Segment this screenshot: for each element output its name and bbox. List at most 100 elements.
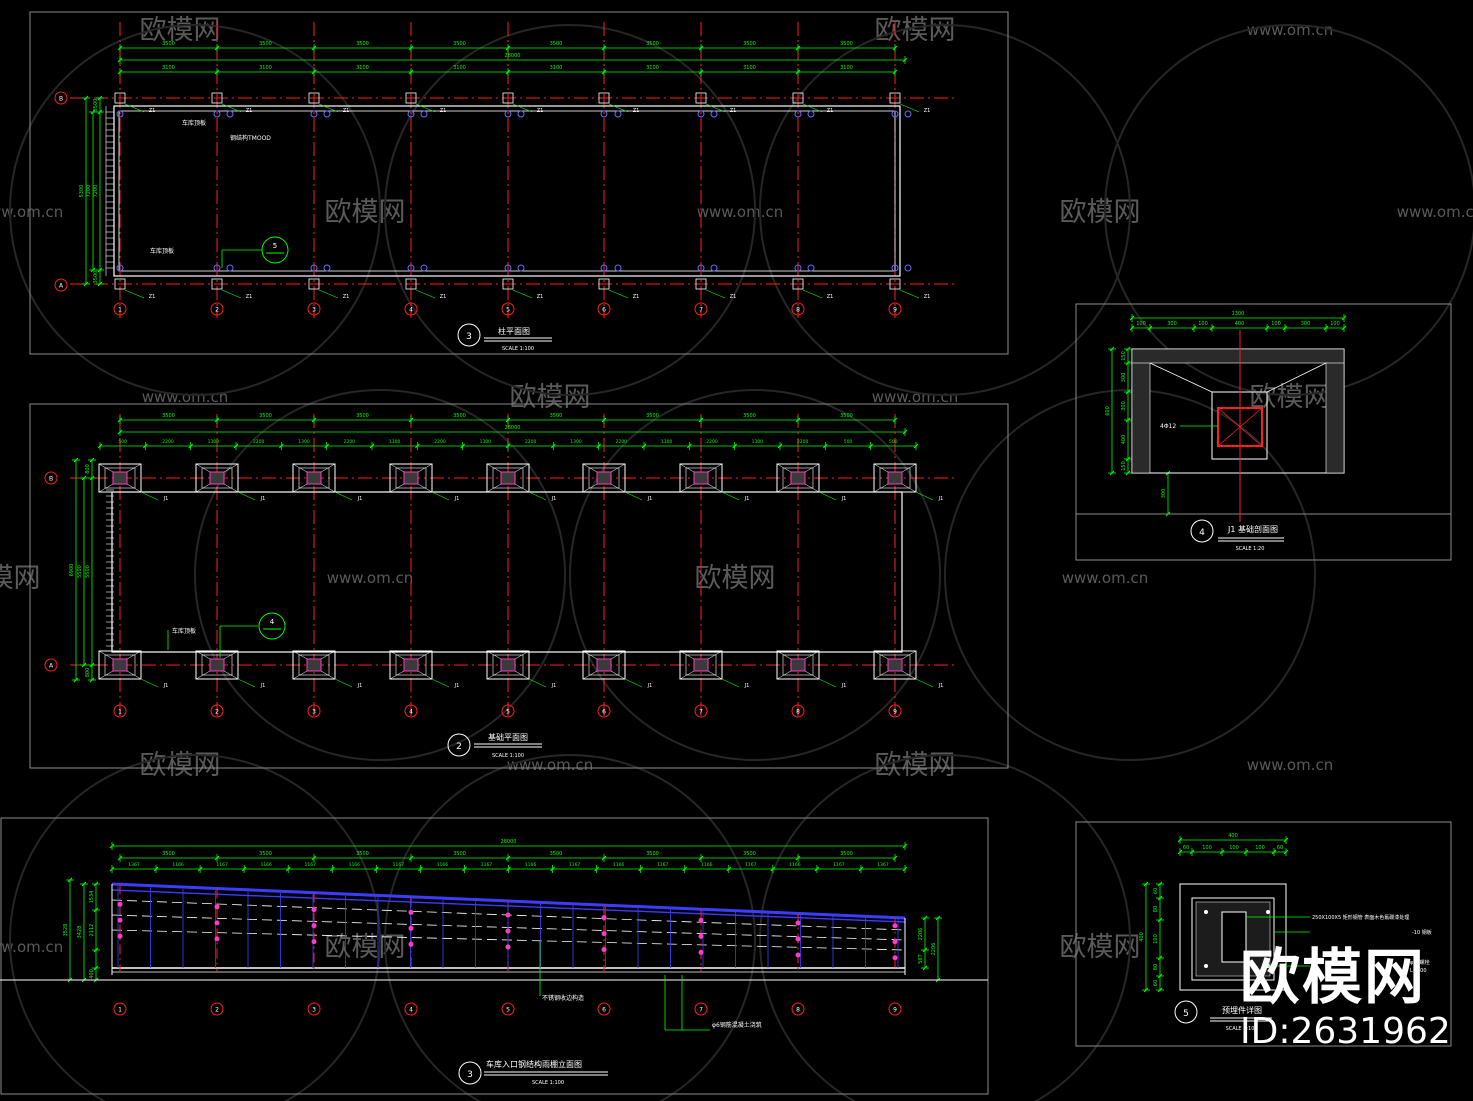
watermark-ring [384,24,756,396]
dimension-value: 1367 [128,862,140,868]
watermark-brand: 欧模网 [1060,932,1141,963]
column-node [407,110,415,118]
footing-hatch-top [1131,348,1345,364]
dimension-value: 3500 [453,413,466,419]
dimension-slash [117,57,123,63]
dimension-value: 800 [85,668,91,678]
dimension-slash [1157,895,1163,901]
dimension-slash [117,429,123,435]
joint-node [892,955,898,961]
axis-bubble [210,302,224,316]
footing-slope [98,463,114,473]
dimension-slash [329,866,335,872]
column-base [211,92,223,104]
dimension-value: 1167 [833,862,845,868]
joint-node [601,931,607,937]
footing-slope [679,670,695,680]
label-leader [334,678,353,688]
column-node [891,110,899,118]
axis-label: 7 [699,1007,703,1014]
column-label: Z1 [827,108,834,114]
dimension-slash [73,457,79,463]
dimension-slash [795,69,801,75]
label-leader [899,289,920,299]
axis-bubble [791,704,805,718]
dimension-value: 3500 [259,851,272,857]
footing-slope [486,670,502,680]
column-label: Z1 [246,294,253,300]
dimension-slash [373,866,379,872]
purlin-line [111,929,906,951]
dimension-slash [594,866,599,872]
axis-bubble [694,704,708,718]
label-leader [624,678,643,688]
footing-slope [901,483,917,493]
axis-label: 6 [602,1007,606,1014]
dimension-slash [285,866,291,872]
dimension-value: 1166 [613,862,625,868]
column-label: Z1 [730,294,737,300]
title-number: 5 [1183,1009,1189,1019]
dimension-slash [233,443,239,449]
dimension-slash [777,443,783,449]
note-steel: 钢结构TMOOD [230,134,271,142]
axis-label: 7 [699,709,703,716]
watermark-brand: 欧模网 [325,932,406,963]
dimension-value: 3100 [743,65,756,71]
footing-outline [292,463,336,493]
dimension-value: 5500 [77,565,83,578]
pedestal [112,658,128,672]
frame-elevation [0,817,989,1095]
dimension-slash [698,45,704,51]
dimension-value: 80 [1153,964,1159,970]
footing-label: J1 [260,496,266,502]
dimension-value: 1167 [745,862,757,868]
footing-slope [804,670,820,680]
pedestal [306,471,322,485]
watermark-site: www.om.cn [1397,203,1473,221]
watermark-brand: 欧模网 [875,15,956,46]
dimension-slash [214,69,220,75]
dimension-slash [902,866,908,872]
axis-label: 9 [893,709,897,716]
title-number: 4 [1199,528,1205,538]
dimension-value: 100 [1198,321,1208,327]
dimension-value: 1166 [789,862,801,868]
dimension-slash [795,417,801,423]
plate-outline [1179,883,1287,991]
dimension-value: 100 [1330,321,1340,327]
dimension-slash [902,429,908,435]
column-label: Z1 [440,294,447,300]
axis-bubble [210,1002,224,1016]
dimension-value: 100 [1229,845,1239,851]
axis-bubble [597,1002,611,1016]
footing-slope [514,650,530,660]
axis-label: 3 [312,709,316,716]
dimension-slash [1341,325,1347,331]
dimension-slash [153,866,159,872]
purlin-node [323,264,331,272]
footing-outline [389,650,433,680]
dimension-slash [1125,360,1131,366]
rebar-label: 4Φ12 [1160,423,1176,430]
dimension-value: 60 [1153,888,1159,894]
label-leader [318,103,339,113]
footing-slope [126,463,142,473]
footing-step [201,654,233,676]
column-base [114,92,126,104]
dimension-slash [214,45,220,51]
dimension-value: 28000 [505,425,521,431]
label-leader [721,678,740,688]
dimension-slash [97,109,103,115]
dimension-value: 2200 [525,439,537,445]
column-node [697,264,705,272]
axis-label: 3 [312,1007,316,1014]
dimension-slash [1125,346,1131,352]
section-callout-circle [261,236,289,264]
joint-node [117,901,123,907]
footing-slope [514,463,530,473]
watermark-ring [759,754,1131,1101]
